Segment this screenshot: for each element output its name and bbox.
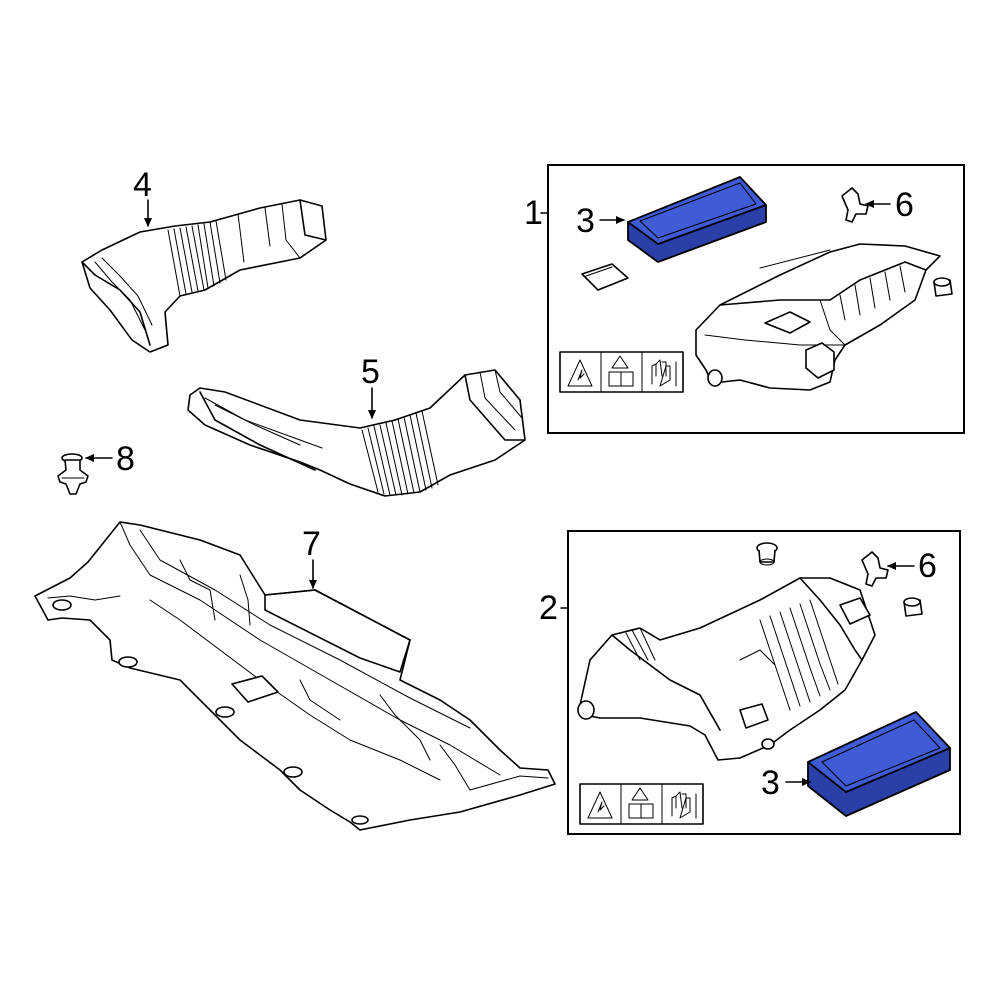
callout-1: 1 bbox=[524, 194, 543, 232]
callout-3-box1: 3 bbox=[576, 202, 595, 240]
grommet-box1[interactable] bbox=[933, 277, 953, 297]
air-cleaner-housing-box2[interactable] bbox=[577, 577, 876, 761]
assembly-box-1 bbox=[547, 164, 965, 434]
grommet-box2-right[interactable] bbox=[903, 597, 923, 617]
assembly-box-2 bbox=[567, 530, 961, 835]
callout-5: 5 bbox=[361, 353, 380, 391]
air-filter-element-part-3-box1[interactable] bbox=[627, 176, 767, 263]
callout-8: 8 bbox=[116, 440, 135, 478]
filter-label-tag bbox=[581, 263, 629, 291]
warning-label-box2 bbox=[579, 783, 704, 825]
callout-2: 2 bbox=[539, 589, 558, 627]
sensor-part-6-box2[interactable] bbox=[861, 551, 889, 587]
callout-4: 4 bbox=[133, 166, 152, 204]
air-filter-element-part-3-box2[interactable] bbox=[807, 711, 951, 817]
sensor-part-6-box1[interactable] bbox=[841, 187, 869, 223]
push-clip-part-8[interactable] bbox=[57, 453, 89, 495]
intake-duct-part-4[interactable] bbox=[81, 199, 327, 353]
grommet-box2-top[interactable] bbox=[756, 542, 778, 566]
callout-7: 7 bbox=[302, 525, 321, 563]
callout-6-box2: 6 bbox=[918, 547, 937, 585]
intake-duct-part-5[interactable] bbox=[187, 369, 526, 497]
warning-label-box1 bbox=[559, 351, 684, 393]
splash-shield-part-7[interactable] bbox=[34, 521, 556, 831]
callout-6-box1: 6 bbox=[895, 186, 914, 224]
air-cleaner-housing-box1[interactable] bbox=[695, 243, 941, 391]
callout-3-box2: 3 bbox=[761, 764, 780, 802]
